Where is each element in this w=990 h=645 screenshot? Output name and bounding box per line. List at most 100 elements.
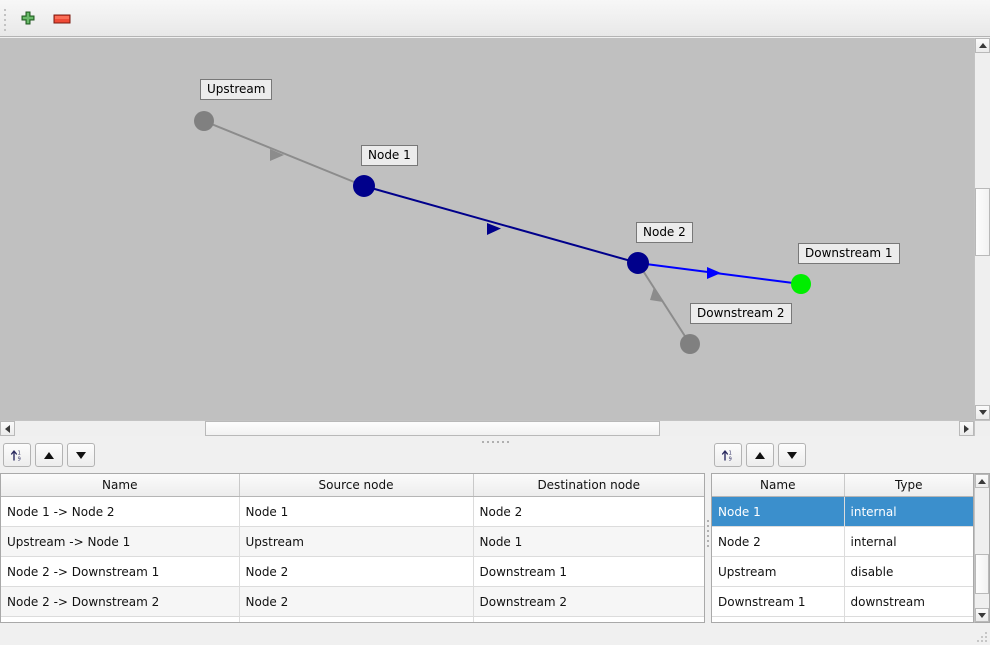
table-row[interactable]: Node 2 -> Downstream 1 Node 2 Downstream… [1, 556, 704, 587]
nodes-scroll-up-button[interactable] [975, 474, 989, 488]
table-row[interactable]: Node 2 -> Downstream 2 Node 2 Downstream… [1, 586, 704, 617]
table-row[interactable]: Upstream disable [712, 556, 973, 587]
graph-vertical-scrollbar[interactable] [974, 38, 990, 420]
graph-node-label-node1[interactable]: Node 1 [361, 145, 418, 166]
graph-edge-node2-downstream2[interactable] [637, 262, 691, 345]
nodes-scroll-thumb[interactable] [975, 554, 989, 594]
graph-edge-node1-node2[interactable] [363, 185, 639, 264]
nodes-move-down-button[interactable] [778, 443, 806, 467]
green-plus-icon [21, 11, 35, 25]
nodes-sort-button[interactable]: 1 9 [714, 443, 742, 467]
sort-icon: 1 9 [721, 449, 731, 462]
graph-node-label-downstream2[interactable]: Downstream 2 [690, 303, 792, 324]
nodes-cell-type: downstream [844, 586, 973, 617]
edges-cell-name: Node 2 -> Downstream 2 [1, 586, 240, 617]
table-row[interactable]: Node 1 internal [712, 496, 973, 527]
edges-cell-destination: Downstream 1 [473, 556, 704, 587]
chevron-up-icon [978, 43, 987, 48]
delete-node-button[interactable] [50, 7, 74, 31]
nodes-move-up-button[interactable] [746, 443, 774, 467]
triangle-down-icon [787, 451, 797, 459]
edges-cell-source: Node 1 [239, 496, 474, 527]
nodes-column-type[interactable]: Type [844, 474, 973, 497]
triangle-down-icon [76, 451, 86, 459]
svg-text:9: 9 [17, 456, 20, 462]
graph-horizontal-scroll-thumb[interactable] [205, 421, 660, 436]
sort-icon: 1 9 [10, 449, 20, 462]
nodes-table: Name Type Node 1 internal Node 2 interna… [712, 474, 973, 622]
table-row-empty[interactable] [1, 616, 704, 622]
edges-cell-destination: Node 2 [473, 496, 704, 527]
table-row[interactable]: Node 2 internal [712, 526, 973, 557]
edges-move-up-button[interactable] [35, 443, 63, 467]
chevron-down-icon [978, 612, 986, 618]
graph-node-label-node2[interactable]: Node 2 [636, 222, 693, 243]
nodes-table-container[interactable]: Name Type Node 1 internal Node 2 interna… [711, 473, 974, 623]
splitter-grip-icon [707, 519, 709, 547]
graph-vertical-scroll-thumb[interactable] [975, 188, 990, 256]
edges-toolbar: 1 9 [3, 443, 95, 469]
triangle-up-icon [755, 451, 765, 459]
edges-table-header-row: Name Source node Destination node [1, 474, 704, 497]
graph-node-label-upstream[interactable]: Upstream [200, 79, 273, 100]
scroll-right-button[interactable] [959, 421, 974, 436]
edges-cell-name: Node 2 -> Downstream 1 [1, 556, 240, 587]
graph-node-downstream1[interactable] [791, 274, 811, 294]
graph-node-label-downstream1[interactable]: Downstream 1 [798, 243, 900, 264]
nodes-table-vertical-scrollbar[interactable] [974, 473, 990, 623]
nodes-cell-name: Downstream 1 [712, 586, 845, 617]
graph-edge-upstream-node1[interactable] [203, 120, 365, 187]
edges-table: Name Source node Destination node Node 1… [1, 474, 704, 622]
chevron-up-icon [978, 478, 986, 484]
graph-svg [194, 111, 811, 354]
nodes-cell-name: Upstream [712, 556, 845, 587]
empty-cell [1, 616, 240, 622]
graph-horizontal-scrollbar[interactable] [0, 420, 974, 436]
edges-table-container[interactable]: Name Source node Destination node Node 1… [0, 473, 705, 623]
svg-text:1: 1 [728, 450, 731, 456]
toolbar-drag-handle[interactable] [4, 9, 8, 31]
table-row[interactable]: Upstream -> Node 1 Upstream Node 1 [1, 526, 704, 557]
graph-node-node1[interactable] [353, 175, 375, 197]
edges-cell-destination: Node 1 [473, 526, 704, 557]
edges-cell-destination: Downstream 2 [473, 586, 704, 617]
bottom-area: 1 9 Name Source node [0, 443, 990, 623]
scroll-down-button[interactable] [975, 405, 990, 420]
edges-move-down-button[interactable] [67, 443, 95, 467]
scroll-left-button[interactable] [0, 421, 15, 436]
nodes-cell-type: internal [844, 526, 973, 557]
nodes-table-header-row: Name Type [712, 474, 973, 497]
table-row[interactable]: Downstream 1 downstream [712, 586, 973, 617]
edges-cell-name: Upstream -> Node 1 [1, 526, 240, 557]
edges-cell-source: Upstream [239, 526, 474, 557]
horizontal-splitter[interactable] [0, 437, 990, 447]
graph-node-upstream[interactable] [194, 111, 214, 131]
edges-column-name[interactable]: Name [1, 474, 240, 497]
svg-text:1: 1 [17, 450, 20, 456]
graph-node-node2[interactable] [627, 252, 649, 274]
nodes-pane: 1 9 Name Type [711, 443, 990, 623]
edges-pane: 1 9 Name Source node [0, 443, 705, 623]
add-node-button[interactable] [16, 7, 40, 31]
edges-cell-source: Node 2 [239, 586, 474, 617]
nodes-scroll-down-button[interactable] [975, 608, 989, 622]
nodes-cell-name: Node 2 [712, 526, 845, 557]
vertical-splitter[interactable] [705, 443, 711, 623]
window-resize-grip[interactable] [977, 632, 987, 642]
nodes-column-name[interactable]: Name [712, 474, 845, 497]
chevron-left-icon [5, 424, 10, 433]
edges-cell-source: Node 2 [239, 556, 474, 587]
scroll-up-button[interactable] [975, 38, 990, 53]
edges-column-source[interactable]: Source node [239, 474, 474, 497]
table-row-empty[interactable] [712, 616, 973, 622]
graph-edge-node2-downstream1[interactable] [637, 262, 802, 285]
scrollbar-corner [974, 420, 990, 436]
graph-canvas[interactable]: Upstream Node 1 Node 2 Downstream 1 Down… [0, 38, 974, 420]
red-minus-icon [53, 14, 71, 24]
edges-column-destination[interactable]: Destination node [473, 474, 704, 497]
graph-node-downstream2[interactable] [680, 334, 700, 354]
nodes-toolbar: 1 9 [714, 443, 806, 469]
edges-sort-button[interactable]: 1 9 [3, 443, 31, 467]
table-row[interactable]: Node 1 -> Node 2 Node 1 Node 2 [1, 496, 704, 527]
